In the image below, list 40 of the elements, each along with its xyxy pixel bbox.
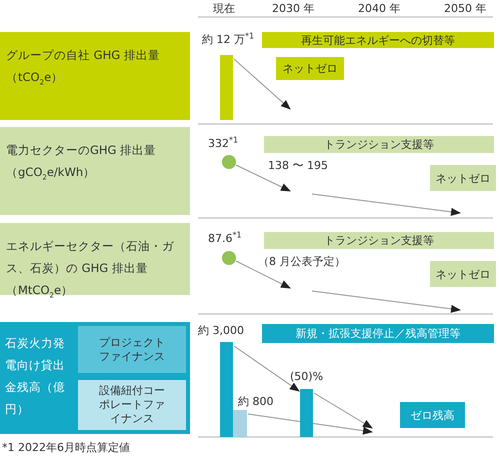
value-label: 約 800	[238, 394, 274, 409]
value-dot	[222, 155, 236, 169]
action-tag: 再生可能エネルギーへの切替等	[262, 32, 494, 48]
value-label: 約 12 万$^{*1}$	[202, 32, 254, 47]
value-bar	[300, 389, 313, 437]
action-tag: ネットゼロ	[276, 57, 344, 80]
year-label: 2050 年	[444, 1, 486, 16]
range-label: 138 〜 195	[268, 158, 328, 173]
row-heading-box: エネルギーセクター（石油・ガス、石炭）の GHG 排出量（MtCO$_{2}$e）	[0, 223, 190, 295]
arrow	[236, 260, 291, 288]
category-panel	[0, 322, 190, 434]
financing-type-box: プロジェクトファイナンス	[78, 326, 186, 373]
row-heading-box: グループの自社 GHG 排出量（tCO$_{2}$e）	[0, 32, 190, 120]
year-label: 2030 年	[272, 1, 314, 16]
year-label: 現在	[213, 1, 235, 16]
arrow	[236, 164, 291, 192]
footnote: *1 2022年6月時点算定値	[2, 440, 130, 455]
action-tag: トランジション支援等	[264, 136, 494, 153]
value-bar	[233, 410, 247, 437]
value-label: 約 3,000	[198, 323, 244, 338]
value-label: (50)%	[290, 369, 324, 384]
value-label: 87.6$^{*1}$	[208, 231, 242, 246]
financing-type-box: 設備紐付コーポレートファイナンス	[78, 380, 186, 430]
arrow	[314, 392, 373, 429]
arrow	[234, 346, 300, 392]
value-label: 332$^{*1}$	[208, 136, 238, 151]
note-label: （8 月公表予定）	[258, 254, 346, 269]
action-tag: ゼロ残高	[400, 402, 465, 428]
row-heading-box: 電力セクターのGHG 排出量（gCO$_{2}$e/kWh）	[0, 127, 190, 215]
action-tag: ネットゼロ	[430, 261, 496, 287]
arrow	[248, 414, 373, 435]
action-tag: トランジション支援等	[264, 232, 494, 249]
value-dot	[222, 251, 236, 265]
action-tag: ネットゼロ	[430, 165, 496, 191]
action-tag: 新規・拡張支援停止／残高管理等	[262, 324, 494, 343]
year-label: 2040 年	[358, 1, 400, 16]
row-heading: 石炭火力発電向け貸出金残高（億円）	[5, 335, 66, 418]
value-bar	[220, 342, 233, 437]
arrow	[234, 58, 291, 110]
value-bar	[220, 55, 233, 120]
